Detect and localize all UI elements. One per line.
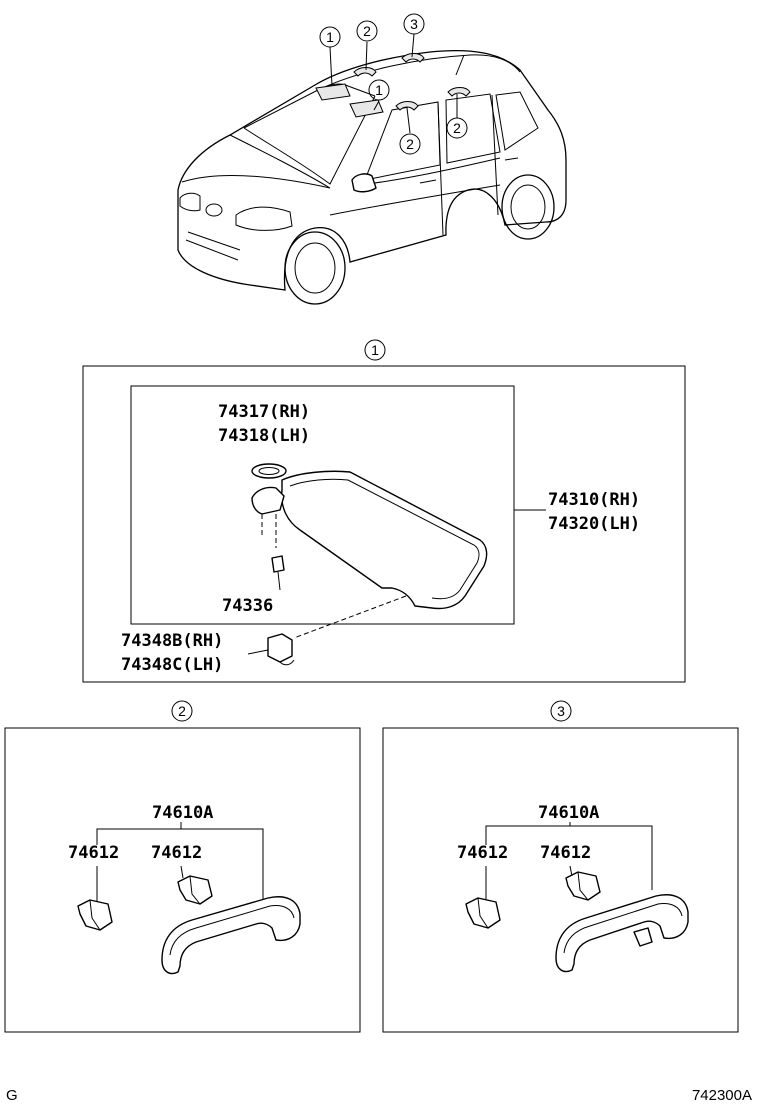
section-1-sun-visor: 1 74317(RH) 74318(LH) 74310(RH) 74320(LH… bbox=[82, 339, 686, 683]
label-74317: 74317(RH) bbox=[218, 402, 310, 422]
label-74348c: 74348C(LH) bbox=[121, 655, 223, 675]
svg-text:1: 1 bbox=[326, 29, 334, 45]
footer-left-code: G bbox=[6, 1087, 18, 1104]
section-1-outer-frame bbox=[82, 365, 686, 683]
visor-holder-74348 bbox=[267, 633, 293, 663]
label-74348b: 74348B(RH) bbox=[121, 631, 223, 651]
car-callout-1b: 1 bbox=[368, 79, 390, 101]
car-callout-1a: 1 bbox=[319, 26, 341, 48]
car-callout-2b: 2 bbox=[399, 133, 421, 155]
svg-text:3: 3 bbox=[557, 703, 565, 719]
section-3-assist-grip: 3 74610A 74612 74612 bbox=[382, 700, 739, 1033]
label-74310: 74310(RH) bbox=[548, 490, 640, 510]
svg-text:2: 2 bbox=[178, 703, 186, 719]
section-1-callout: 1 bbox=[364, 339, 386, 361]
svg-text:2: 2 bbox=[363, 23, 371, 39]
label-74320: 74320(LH) bbox=[548, 514, 640, 534]
label-74612-left-s2: 74612 bbox=[68, 843, 119, 863]
car-callout-2a: 2 bbox=[356, 20, 378, 42]
car-illustration: 1 2 3 1 2 2 bbox=[177, 13, 567, 305]
section-3-callout: 3 bbox=[550, 700, 572, 722]
grip-cap-left-s3 bbox=[465, 897, 501, 929]
grip-cap-left-s2 bbox=[77, 899, 113, 931]
label-74612-right-s3: 74612 bbox=[540, 843, 591, 863]
section-3-frame bbox=[382, 727, 739, 1033]
grip-handle-s3 bbox=[555, 894, 689, 973]
grip-cap-right-s2 bbox=[177, 875, 213, 905]
section-2-frame bbox=[4, 727, 361, 1033]
grip-cap-right-s3 bbox=[565, 871, 601, 901]
visor-hinge-arm bbox=[251, 486, 285, 515]
svg-text:2: 2 bbox=[406, 136, 414, 152]
visor-clip-74336 bbox=[271, 555, 285, 573]
label-74612-left-s3: 74612 bbox=[457, 843, 508, 863]
car-callout-3: 3 bbox=[403, 13, 425, 35]
footer-right-code: 742300A bbox=[692, 1087, 752, 1104]
section-1-inner-frame bbox=[130, 385, 515, 625]
section-2-assist-grip: 2 74610A 74612 74612 bbox=[4, 700, 361, 1033]
visor-mount-ring bbox=[251, 463, 287, 479]
sun-visor-panel bbox=[281, 470, 488, 610]
section-2-callout: 2 bbox=[171, 700, 193, 722]
label-74336: 74336 bbox=[222, 596, 273, 616]
grip-handle-s2 bbox=[161, 896, 301, 975]
label-74610a-s3: 74610A bbox=[538, 803, 599, 823]
label-74610a-s2: 74610A bbox=[152, 803, 213, 823]
label-74612-right-s2: 74612 bbox=[151, 843, 202, 863]
svg-text:2: 2 bbox=[453, 120, 461, 136]
car-callout-2c: 2 bbox=[446, 117, 468, 139]
svg-text:1: 1 bbox=[375, 82, 383, 98]
svg-text:1: 1 bbox=[371, 342, 379, 358]
grip-clip-s3 bbox=[633, 927, 653, 947]
label-74318: 74318(LH) bbox=[218, 426, 310, 446]
svg-text:3: 3 bbox=[410, 16, 418, 32]
